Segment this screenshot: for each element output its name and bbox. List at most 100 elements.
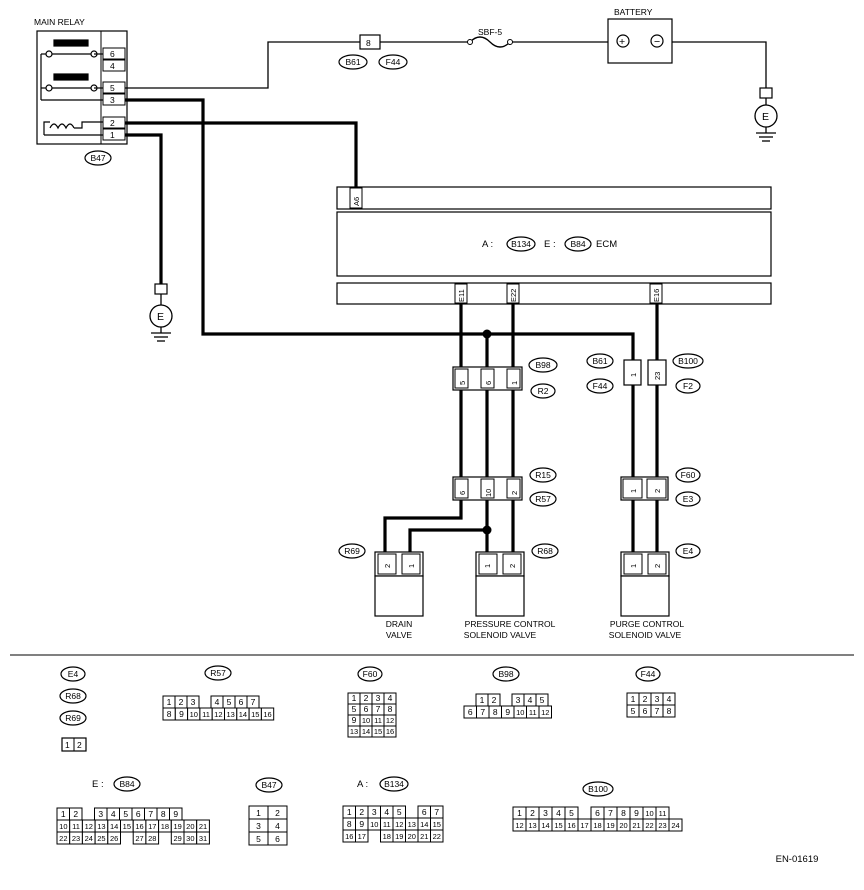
ground-label: E: [762, 111, 769, 123]
pin-label: 24: [671, 821, 679, 830]
drain-valve: 2 1 R69 DRAIN VALVE: [338, 543, 424, 640]
battery-minus: −: [654, 36, 660, 48]
pin-label: 1: [167, 697, 172, 707]
ecm-connector-id: B134: [511, 239, 531, 249]
connector-id: B134: [384, 779, 404, 789]
pin-label: 16: [263, 710, 271, 719]
pin-label: 4: [275, 821, 280, 831]
pin-label: 21: [632, 821, 640, 830]
pin-label: 12: [541, 708, 549, 717]
pin-label: 3: [655, 694, 660, 704]
pin-label: 24: [85, 834, 93, 843]
pin-label: 20: [186, 822, 194, 831]
relay-wiring: E: [125, 98, 635, 360]
ground-label: E: [157, 311, 164, 323]
pin-label: 2: [73, 809, 78, 819]
pin-label: 1: [480, 695, 485, 705]
pin-label: 16: [567, 821, 575, 830]
pin-label: 6: [458, 491, 467, 495]
pin-label: 11: [202, 710, 210, 719]
pin-label: 3: [516, 695, 521, 705]
pin-label: 7: [376, 704, 381, 714]
connector-id: E4: [683, 546, 694, 556]
pin-label: 1: [629, 489, 638, 493]
pin-label: 4: [667, 694, 672, 704]
connector-id: B61: [592, 356, 607, 366]
pin-label: 11: [383, 820, 391, 829]
pin-label: 7: [480, 707, 485, 717]
pin-label: 2: [508, 564, 517, 568]
pin-label: 2: [179, 697, 184, 707]
pin-label: 14: [362, 727, 370, 736]
pin-label: 10: [516, 708, 524, 717]
ecm-top-connector: [336, 186, 772, 210]
pin-label: 3: [191, 697, 196, 707]
pin-label: 13: [528, 821, 536, 830]
purge-control-valve: 1 2 E4 PURGE CONTROL SOLENOID VALVE: [609, 543, 701, 640]
ecm-body: [336, 211, 772, 277]
pin-label: 1: [347, 807, 352, 817]
connector-pin-cell: [267, 831, 288, 846]
pin-label: 1: [65, 740, 70, 750]
relay-pin-label: 3: [110, 95, 115, 105]
pin-label: 1: [256, 808, 261, 818]
pin-label: 6: [364, 704, 369, 714]
pin-label: 2: [359, 807, 364, 817]
battery-title: BATTERY: [614, 7, 653, 17]
ecm-connector-id: B84: [570, 239, 585, 249]
pin-label: 31: [199, 834, 207, 843]
connector-id: E4: [68, 669, 79, 679]
pin-label: 2: [383, 564, 392, 568]
component-name: SOLENOID VALVE: [609, 630, 682, 640]
ecm-pin-label: E22: [509, 289, 518, 302]
pin-label: 16: [135, 822, 143, 831]
connector-id: F2: [683, 381, 693, 391]
valve-wiring: [383, 304, 659, 552]
connector-id: B100: [678, 356, 698, 366]
pin-label: 7: [434, 807, 439, 817]
connector-id: F44: [641, 669, 656, 679]
pin-label: 15: [554, 821, 562, 830]
pin-label: 6: [275, 834, 280, 844]
pin-label: 3: [98, 809, 103, 819]
pin-label: 13: [226, 710, 234, 719]
connector-id: R57: [210, 668, 226, 678]
pin-label: 20: [408, 832, 416, 841]
pin-label: 23: [72, 834, 80, 843]
pin-label: 1: [483, 564, 492, 568]
pin-label: 19: [606, 821, 614, 830]
pin-label: 30: [186, 834, 194, 843]
fuse-label: SBF-5: [478, 27, 502, 37]
pin-label: 10: [362, 716, 370, 725]
pin-label: 22: [645, 821, 653, 830]
pin-label: 6: [595, 808, 600, 818]
pin-label: 16: [345, 832, 353, 841]
pin-label: 15: [251, 710, 259, 719]
pin-label: 14: [110, 822, 118, 831]
connector-pin-cell: [538, 705, 552, 719]
connector-pin-cell: [662, 704, 676, 718]
pin-label: 12: [214, 710, 222, 719]
ecm-pin-label: E11: [457, 289, 466, 302]
splice-point: [482, 525, 492, 535]
pin-label: 9: [352, 715, 357, 725]
connector-id: E3: [683, 494, 694, 504]
pin-label: 6: [468, 707, 473, 717]
ecm-bottom-connector: [336, 282, 772, 305]
pin-label: 22: [433, 832, 441, 841]
pin-label: 8: [621, 808, 626, 818]
pin-label: 8: [167, 709, 172, 719]
main-relay: MAIN RELAY 6 4 5 3 2 1: [34, 17, 128, 166]
pin-label: 13: [350, 727, 358, 736]
relay-connector-label: B47: [90, 153, 105, 163]
junction-connector-f60: 1 2 F60 E3: [620, 467, 701, 507]
component-name: PURGE CONTROL: [610, 619, 684, 629]
pin-label: 17: [148, 822, 156, 831]
pin-label: 4: [556, 808, 561, 818]
ecm-label: E :: [544, 239, 556, 250]
pin-label: 19: [395, 832, 403, 841]
connector-id: R2: [538, 386, 549, 396]
pin-label: 1: [517, 808, 522, 818]
battery-plus: +: [619, 36, 625, 48]
